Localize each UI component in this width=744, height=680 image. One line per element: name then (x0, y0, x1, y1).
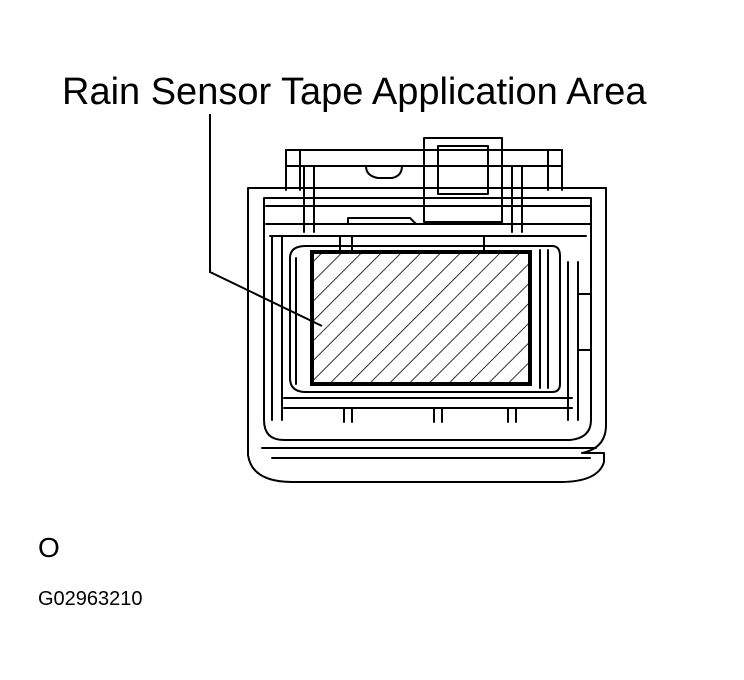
connector-latch (365, 165, 403, 179)
top-bracket-right-tab (547, 149, 563, 191)
frame-side-right (567, 261, 579, 421)
sensor-body (289, 245, 561, 393)
post-left (339, 235, 353, 253)
housing-inner-rim (263, 197, 592, 441)
view-marker: O (38, 532, 60, 563)
callout-leader-line (209, 114, 323, 327)
top-bracket-left-tab (285, 149, 301, 191)
connector-window (437, 145, 489, 195)
inner-step (347, 217, 417, 225)
connector-housing (423, 137, 503, 223)
rail-vertical-right (511, 165, 523, 233)
callout-label: Rain Sensor Tape Application Area (62, 71, 647, 113)
outer-housing (247, 187, 607, 483)
figure-code: G02963210 (38, 588, 143, 610)
bottom-feet (343, 407, 517, 423)
tape-application-area-fill (312, 252, 530, 384)
tape-application-area-border (310, 250, 532, 386)
frame-side-left (271, 235, 283, 421)
sensor-side-strip-right (539, 249, 549, 389)
frame-notch-right (577, 293, 591, 351)
rail-vertical-left (303, 165, 315, 233)
